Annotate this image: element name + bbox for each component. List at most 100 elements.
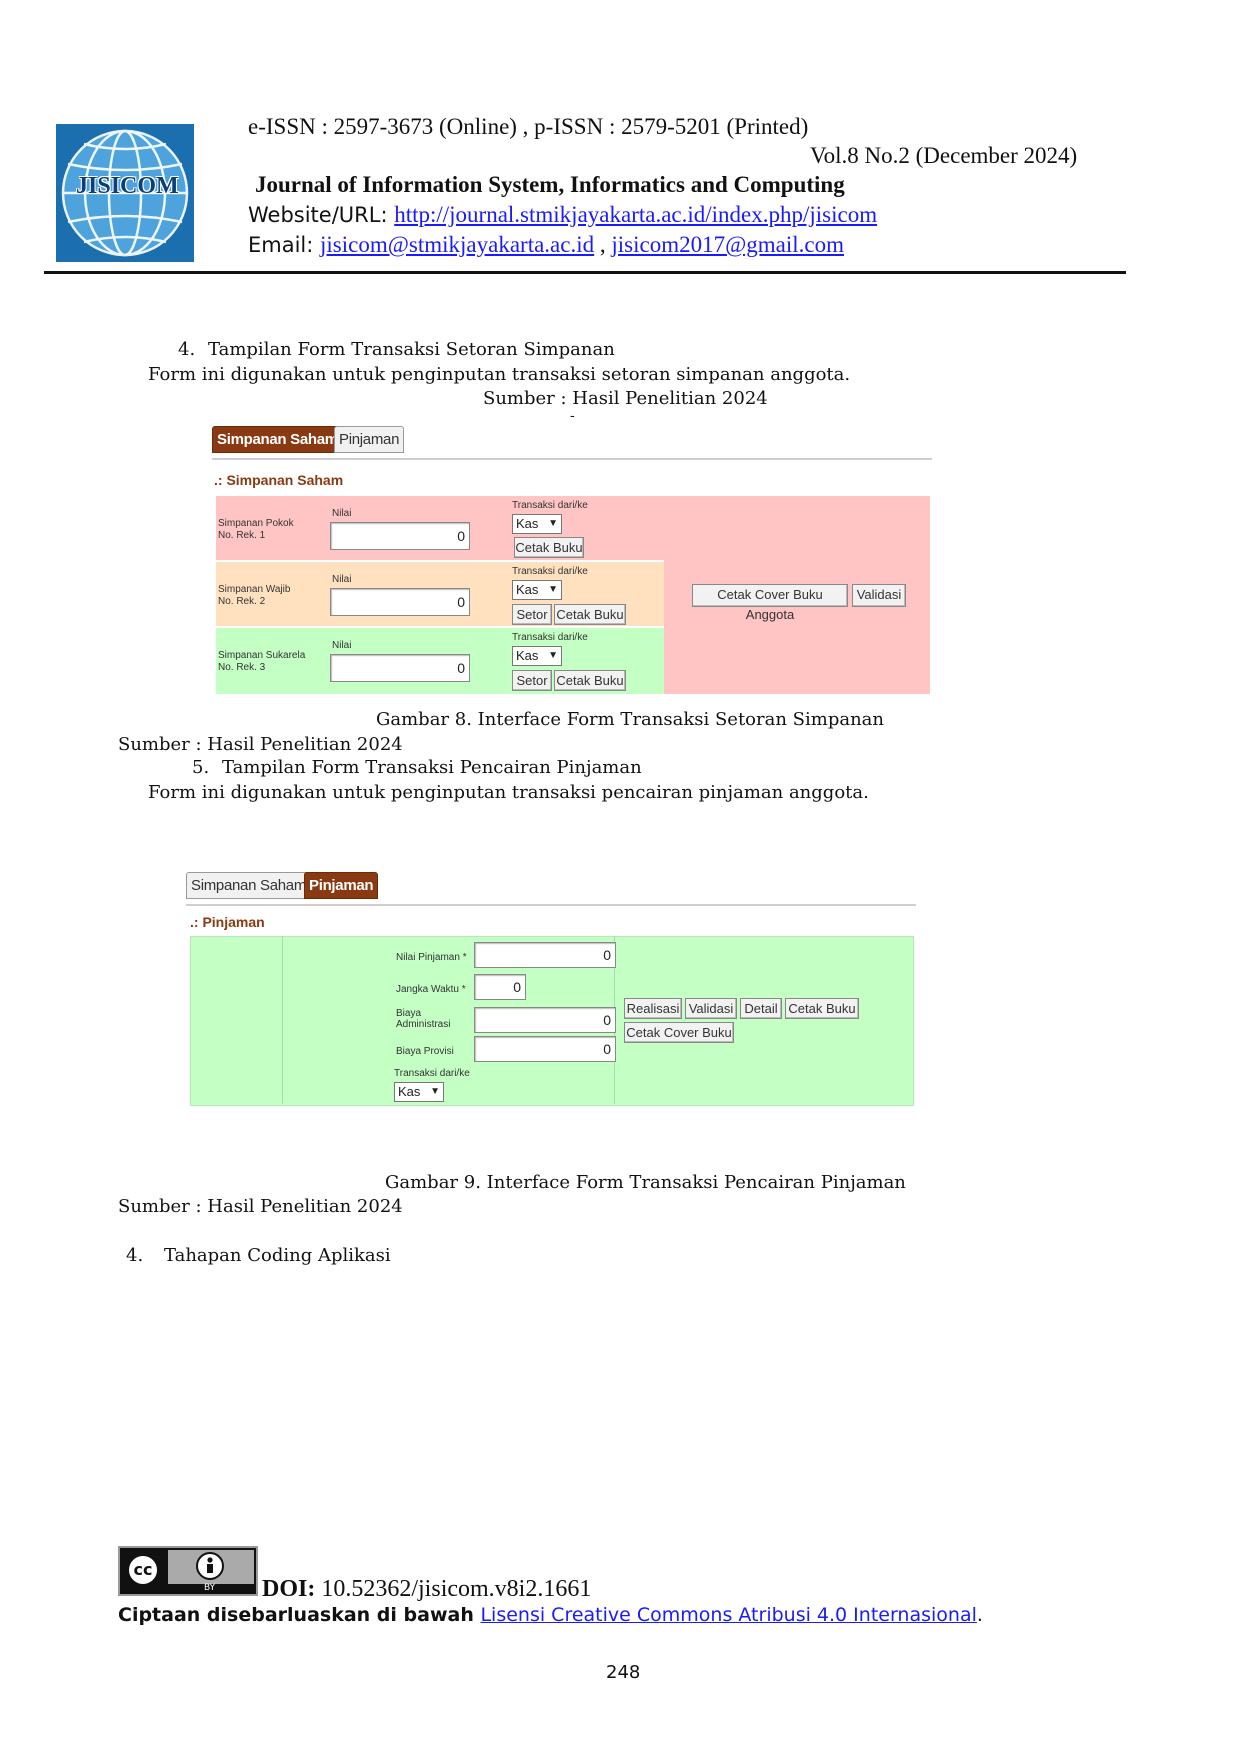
transaksi-select-value: Kas	[516, 648, 539, 663]
section5-number: 5.	[192, 757, 210, 778]
figure8-screenshot: Simpanan Saham Pinjaman .: Simpanan Saha…	[212, 426, 932, 696]
cetak-buku-button[interactable]: Cetak Buku	[554, 604, 626, 625]
nilai-label: Nilai	[332, 574, 352, 585]
license-link[interactable]: Lisensi Creative Commons Atribusi 4.0 In…	[480, 1604, 977, 1626]
email-link-2[interactable]: jisicom2017@gmail.com	[611, 232, 845, 257]
transaksi-select-value: Kas	[398, 1084, 421, 1099]
chevron-down-icon: ▼	[548, 584, 558, 595]
row-rek: No. Rek. 2	[218, 596, 266, 607]
tab-pinjaman[interactable]: Pinjaman	[334, 426, 405, 453]
tab-underline	[212, 458, 932, 460]
website-label: Website/URL:	[248, 203, 395, 227]
license-line: Ciptaan disebarluaskan di bawah Lisensi …	[118, 1604, 983, 1626]
section-title: .: Pinjaman	[190, 914, 265, 930]
setor-button[interactable]: Setor	[512, 604, 552, 625]
section-title: .: Simpanan Saham	[214, 472, 344, 488]
validasi-button[interactable]: Validasi	[685, 998, 737, 1019]
cetak-cover-buku-button[interactable]: Cetak Cover Buku	[624, 1022, 734, 1043]
row-name: Simpanan Pokok	[218, 518, 294, 529]
doi-line: DOI: 10.52362/jisicom.v8i2.1661	[262, 1576, 591, 1603]
website-line: Website/URL: http://journal.stmikjayakar…	[248, 202, 877, 228]
detail-button[interactable]: Detail	[740, 998, 782, 1019]
field-label: Jangka Waktu *	[396, 984, 466, 995]
doi-label: DOI:	[262, 1576, 316, 1602]
header-rule	[44, 271, 1126, 274]
column-divider	[282, 936, 283, 1104]
page-number: 248	[606, 1662, 641, 1683]
chevron-down-icon: ▼	[430, 1086, 440, 1097]
transaksi-select-value: Kas	[516, 516, 539, 531]
volume-line: Vol.8 No.2 (December 2024)	[810, 143, 1078, 168]
field-label: Biaya Administrasi	[396, 1008, 470, 1030]
nilai-label: Nilai	[332, 508, 352, 519]
coding-number: 4.	[126, 1245, 144, 1266]
row-name: Simpanan Sukarela	[218, 650, 306, 661]
license-prefix: Ciptaan disebarluaskan di bawah	[118, 1604, 481, 1626]
transaksi-select[interactable]: Kas ▼	[512, 580, 562, 600]
transaksi-label: Transaksi dari/ke	[394, 1068, 470, 1079]
tab-simpanan-saham[interactable]: Simpanan Saham	[212, 426, 343, 453]
cc-by-badge: cc BY	[118, 1546, 258, 1596]
jangka-waktu-input[interactable]: 0	[474, 974, 526, 1000]
chevron-down-icon: ▼	[548, 650, 558, 661]
attribution-icon	[196, 1552, 224, 1580]
figure9-caption: Gambar 9. Interface Form Transaksi Penca…	[385, 1172, 906, 1193]
transaksi-select[interactable]: Kas ▼	[394, 1082, 444, 1102]
doi-value: 10.52362/jisicom.v8i2.1661	[315, 1576, 592, 1602]
transaksi-select-value: Kas	[516, 582, 539, 597]
section4-number: 4.	[178, 339, 196, 360]
license-suffix: .	[976, 1604, 983, 1626]
nilai-input[interactable]: 0	[330, 588, 470, 616]
cetak-buku-button[interactable]: Cetak Buku	[514, 537, 584, 558]
issn-line: e-ISSN : 2597-3673 (Online) , p-ISSN : 2…	[248, 114, 809, 139]
row-rek: No. Rek. 1	[218, 530, 266, 541]
realisasi-button[interactable]: Realisasi	[624, 998, 682, 1019]
figure8-caption: Gambar 8. Interface Form Transaksi Setor…	[376, 709, 884, 730]
nilai-pinjaman-input[interactable]: 0	[474, 942, 616, 968]
nilai-input[interactable]: 0	[330, 654, 470, 682]
section4-source: Sumber : Hasil Penelitian 2024	[483, 388, 768, 409]
validasi-button[interactable]: Validasi	[852, 584, 906, 607]
journal-logo: JISICOM	[56, 124, 194, 262]
email-line: Email: jisicom@stmikjayakarta.ac.id , ji…	[248, 232, 844, 258]
tab-pinjaman[interactable]: Pinjaman	[304, 872, 379, 899]
transaksi-select[interactable]: Kas ▼	[512, 646, 562, 666]
tab-underline	[186, 904, 916, 906]
journal-name: Journal of Information System, Informati…	[255, 172, 845, 197]
row-rek: No. Rek. 3	[218, 662, 266, 673]
logo-text: JISICOM	[76, 173, 179, 199]
biaya-provisi-input[interactable]: 0	[474, 1036, 616, 1062]
tab-simpanan-saham[interactable]: Simpanan Saham	[186, 872, 312, 899]
cetak-buku-button[interactable]: Cetak Buku	[554, 670, 626, 691]
setor-button[interactable]: Setor	[512, 670, 552, 691]
cetak-cover-buku-anggota-button[interactable]: Cetak Cover Buku Anggota	[692, 584, 848, 622]
field-label: Nilai Pinjaman *	[396, 952, 467, 963]
section4-dash: -	[570, 408, 575, 424]
biaya-administrasi-input[interactable]: 0	[474, 1007, 616, 1033]
figure9-source: Sumber : Hasil Penelitian 2024	[118, 1196, 403, 1217]
section5-description: Form ini digunakan untuk penginputan tra…	[148, 782, 869, 803]
nilai-input[interactable]: 0	[330, 522, 470, 550]
section5-heading: Tampilan Form Transaksi Pencairan Pinjam…	[222, 757, 642, 778]
biaya-administrasi-label: Biaya Administrasi	[396, 1008, 451, 1030]
by-label: BY	[204, 1583, 216, 1593]
cetak-buku-button[interactable]: Cetak Buku	[785, 998, 859, 1019]
figure9-screenshot: Simpanan Saham Pinjaman .: Pinjaman Nila…	[186, 872, 916, 1106]
cc-icon: cc	[126, 1553, 160, 1587]
field-label: Biaya Provisi	[396, 1046, 454, 1057]
section4-heading: Tampilan Form Transaksi Setoran Simpanan	[208, 339, 615, 360]
transaksi-select[interactable]: Kas ▼	[512, 514, 562, 534]
email-link-1[interactable]: jisicom@stmikjayakarta.ac.id	[320, 232, 595, 257]
coding-heading: Tahapan Coding Aplikasi	[164, 1245, 391, 1266]
email-separator: ,	[594, 232, 612, 257]
row-name: Simpanan Wajib	[218, 584, 291, 595]
email-label: Email:	[248, 233, 321, 257]
transaksi-label: Transaksi dari/ke	[512, 632, 588, 643]
transaksi-label: Transaksi dari/ke	[512, 566, 588, 577]
section4-description: Form ini digunakan untuk penginputan tra…	[148, 364, 851, 385]
transaksi-label: Transaksi dari/ke	[512, 500, 588, 511]
website-link[interactable]: http://journal.stmikjayakarta.ac.id/inde…	[394, 202, 878, 227]
nilai-label: Nilai	[332, 640, 352, 651]
chevron-down-icon: ▼	[548, 518, 558, 529]
figure8-source: Sumber : Hasil Penelitian 2024	[118, 734, 403, 755]
